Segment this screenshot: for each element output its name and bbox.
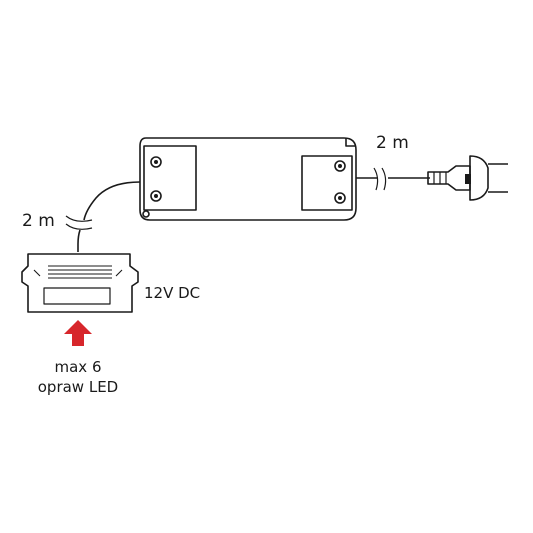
connector-window [43,287,111,305]
mains-cable [356,167,430,191]
power-supply-right-plate [301,155,353,211]
euro-plug-icon [427,155,508,201]
cable-length-label-left: 2 m [22,211,55,231]
vent-slots [48,265,112,279]
power-supply-unit [139,137,357,221]
mount-notch [345,138,356,147]
arrow-up-icon [64,320,92,346]
power-supply-body [139,137,357,221]
power-supply-left-plate [143,145,197,211]
screw-icon [150,190,162,202]
screw-icon [150,156,162,168]
output-voltage-label: 12V DC [144,284,200,302]
output-cable [65,181,141,252]
screw-icon [334,192,346,204]
distributor-box [21,253,139,313]
max-fixtures-line2: opraw LED [38,378,118,396]
cable-length-label-top: 2 m [376,133,409,153]
screw-icon [334,160,346,172]
mount-hole-icon [142,210,150,218]
max-fixtures-line1: max 6 [55,358,102,376]
